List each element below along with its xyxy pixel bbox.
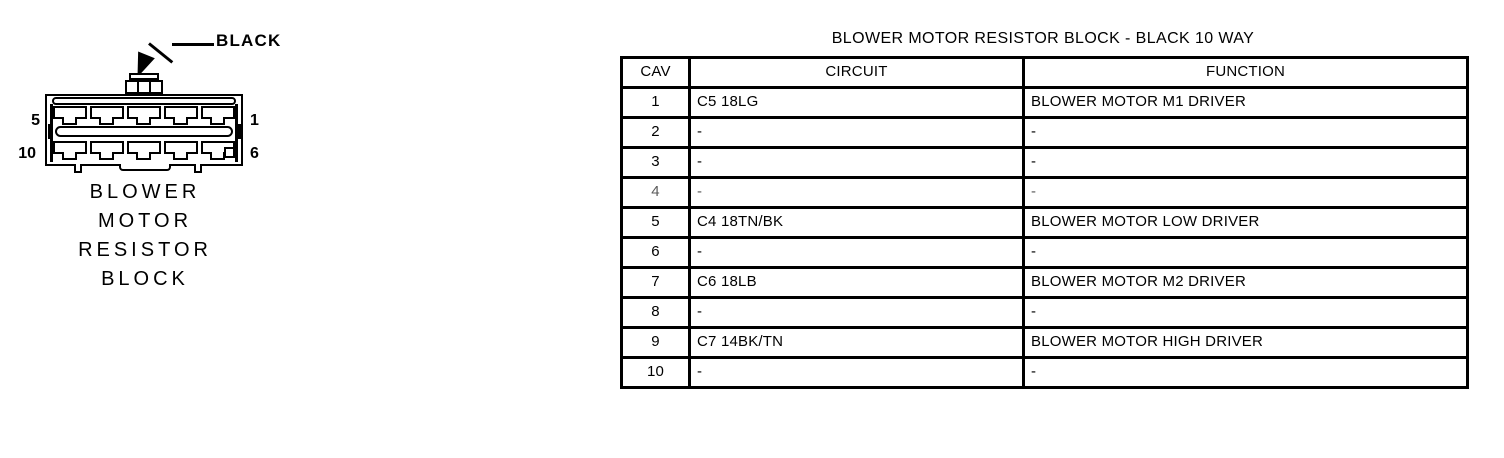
connector-cavity <box>53 141 87 160</box>
table-row: 6-- <box>620 236 1469 269</box>
cell-cav-number: 3 <box>620 146 691 179</box>
callout-leader-line-horizontal <box>172 43 214 46</box>
connector-cavity-row-top <box>53 106 235 125</box>
table-row: 10-- <box>620 356 1469 389</box>
cell-circuit: - <box>688 116 1025 149</box>
connector-cavity <box>90 106 124 125</box>
connector-cavity <box>201 141 235 160</box>
cell-function: - <box>1022 236 1469 269</box>
table-row: 2-- <box>620 116 1469 149</box>
connector-color-callout-label: BLACK <box>216 31 282 50</box>
cavity-notch <box>173 152 188 160</box>
column-header-cav: CAV <box>620 56 691 89</box>
connector-cavity <box>90 141 124 160</box>
cavity-notch <box>136 152 151 160</box>
column-header-function: FUNCTION <box>1022 56 1469 89</box>
connector-side-post-left <box>48 124 53 139</box>
cavity-notch <box>99 117 114 125</box>
cell-cav-number: 2 <box>620 116 691 149</box>
cell-circuit: - <box>688 236 1025 269</box>
table-row: 4-- <box>620 176 1469 209</box>
column-header-circuit: CIRCUIT <box>688 56 1025 89</box>
pin-number-top-right: 1 <box>250 112 259 129</box>
connector-bottom-foot <box>74 164 82 173</box>
cell-cav-number: 7 <box>620 266 691 299</box>
cell-function: BLOWER MOTOR M2 DRIVER <box>1022 266 1469 299</box>
connector-cavity-row-bottom <box>53 141 235 160</box>
connector-top-lip-rail <box>52 97 236 105</box>
cavity-notch <box>99 152 114 160</box>
connector-bottom-center-tab <box>119 164 171 171</box>
cavity-notch <box>62 152 77 160</box>
table-header-row: CAV CIRCUIT FUNCTION <box>620 56 1469 89</box>
cell-function: BLOWER MOTOR HIGH DRIVER <box>1022 326 1469 359</box>
cell-cav-number: 10 <box>620 356 691 389</box>
cell-function: - <box>1022 116 1469 149</box>
cell-cav-number: 4 <box>620 176 691 209</box>
cavity-notch <box>62 117 77 125</box>
connector-corner-keying-square <box>224 147 235 158</box>
cell-function: - <box>1022 356 1469 389</box>
connector-caption: BLOWER MOTOR RESISTOR BLOCK <box>0 178 290 294</box>
connector-center-divider-bar <box>55 126 233 137</box>
cell-cav-number: 6 <box>620 236 691 269</box>
connector-caption-line: RESISTOR <box>78 239 212 261</box>
latch-cell <box>151 82 161 92</box>
pinout-table-panel: BLOWER MOTOR RESISTOR BLOCK - BLACK 10 W… <box>620 30 1469 389</box>
connector-bottom-foot <box>194 164 202 173</box>
pin-number-bottom-left: 10 <box>18 145 36 162</box>
cavity-notch <box>210 152 225 160</box>
connector-cavity <box>53 106 87 125</box>
cell-circuit: C5 18LG <box>688 86 1025 119</box>
cell-function: - <box>1022 176 1469 209</box>
connector-cavity <box>127 141 161 160</box>
cell-circuit: - <box>688 356 1025 389</box>
cell-function: - <box>1022 296 1469 329</box>
cell-cav-number: 8 <box>620 296 691 329</box>
connector-latch-top-bar <box>129 73 159 80</box>
connector-caption-line: MOTOR <box>97 210 193 232</box>
connector-cavity <box>164 141 198 160</box>
cavity-notch <box>136 117 151 125</box>
cell-cav-number: 1 <box>620 86 691 119</box>
cell-function: - <box>1022 146 1469 179</box>
cell-function: BLOWER MOTOR LOW DRIVER <box>1022 206 1469 239</box>
cavity-notch <box>173 117 188 125</box>
pin-number-bottom-right: 6 <box>250 145 259 162</box>
table-row: 8-- <box>620 296 1469 329</box>
latch-cell <box>127 82 139 92</box>
cell-function: BLOWER MOTOR M1 DRIVER <box>1022 86 1469 119</box>
pin-number-top-left: 5 <box>31 112 40 129</box>
cell-cav-number: 9 <box>620 326 691 359</box>
cell-cav-number: 5 <box>620 206 691 239</box>
cell-circuit: C6 18LB <box>688 266 1025 299</box>
connector-caption-line: BLOCK <box>101 268 189 290</box>
cell-circuit: C7 14BK/TN <box>688 326 1025 359</box>
cell-circuit: - <box>688 296 1025 329</box>
connector-diagram: BLACK 5 10 1 6 BLOWER MOTOR <box>0 0 300 320</box>
pinout-table-title: BLOWER MOTOR RESISTOR BLOCK - BLACK 10 W… <box>831 30 1255 47</box>
connector-side-post-right <box>236 124 241 139</box>
connector-caption-line: BLOWER <box>89 181 201 203</box>
table-row: 3-- <box>620 146 1469 179</box>
latch-cell <box>139 82 151 92</box>
cell-circuit: - <box>688 176 1025 209</box>
connector-latch-box <box>125 80 163 94</box>
connector-cavity <box>164 106 198 125</box>
cell-circuit: C4 18TN/BK <box>688 206 1025 239</box>
cavity-notch <box>210 117 225 125</box>
connector-cavity <box>127 106 161 125</box>
cell-circuit: - <box>688 146 1025 179</box>
connector-cavity <box>201 106 235 125</box>
